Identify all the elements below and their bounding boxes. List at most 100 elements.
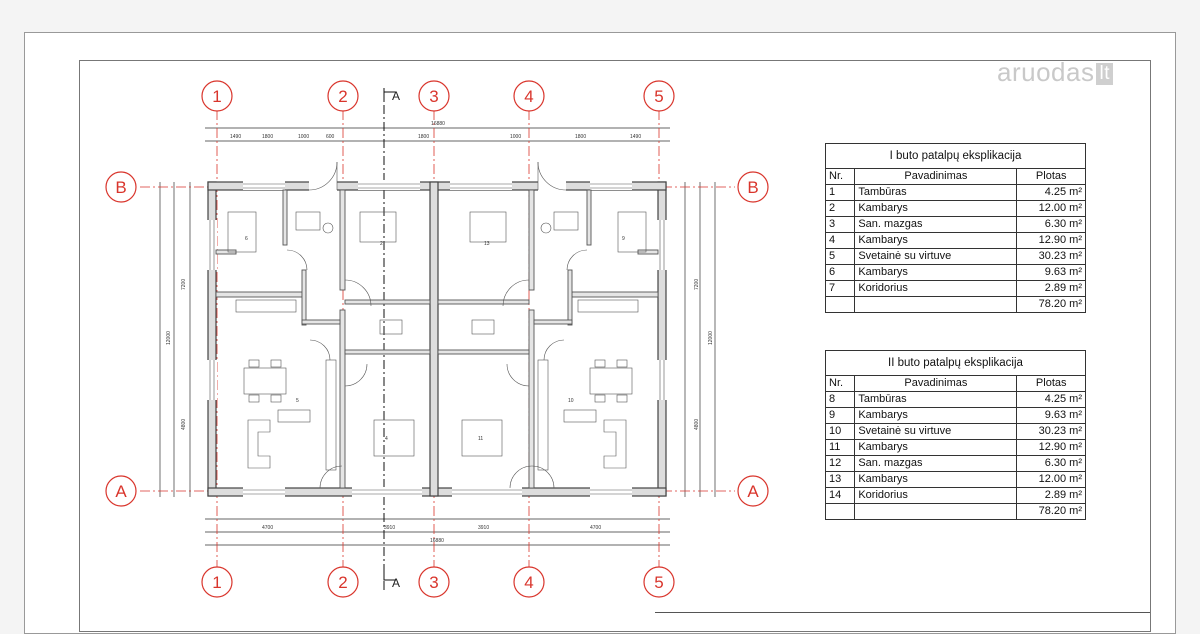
total-empty-nr (824, 296, 856, 313)
table-1-title: I buto patalpų eksplikacija (825, 143, 1086, 169)
dimension-texts: 16880 1490 1800 1000 600 1800 1000 1800 … (166, 121, 714, 544)
row-nr: 12 (824, 455, 856, 472)
table-total-row: 78.20 m² (824, 296, 1086, 313)
dim-top-4: 600 (326, 134, 335, 140)
row-area: 12.00 m² (1016, 200, 1086, 217)
furniture (227, 211, 647, 471)
axis-2-top: 2 (338, 87, 347, 106)
watermark-suffix: lt (1096, 63, 1113, 85)
dim-left-2: 4800 (181, 419, 187, 430)
row-name: Kambarys (854, 264, 1018, 281)
dim-bottom-4: 4700 (590, 525, 601, 531)
row-name: Kambarys (854, 232, 1018, 249)
table-total-row: 78.20 m² (824, 503, 1086, 520)
total-empty-name (854, 503, 1018, 520)
room-mark-10: 10 (568, 398, 574, 404)
dim-bottom-3: 3910 (478, 525, 489, 531)
row-area: 9.63 m² (1016, 407, 1086, 424)
axis-2-bottom: 2 (338, 573, 347, 592)
apartment-1-explication-table: I buto patalpų eksplikacija Nr. Pavadini… (824, 143, 1086, 313)
room-mark-11: 11 (478, 436, 483, 442)
axis-1-top: 1 (212, 87, 221, 106)
row-area: 4.25 m² (1016, 184, 1086, 201)
total-empty-nr (824, 503, 856, 520)
row-area: 12.90 m² (1016, 232, 1086, 249)
room-markers: 5 10 4 11 2 13 6 9 (245, 236, 625, 442)
dim-bottom-2: 3910 (384, 525, 395, 531)
dim-left-overall: 12000 (166, 331, 172, 345)
watermark-text: aruodas (997, 57, 1095, 87)
row-area: 6.30 m² (1016, 455, 1086, 472)
apartment-2-explication-table: II buto patalpų eksplikacija Nr. Pavadin… (824, 350, 1086, 520)
section-arrow-top (383, 91, 396, 100)
table-1-total: 78.20 m² (1016, 296, 1086, 313)
axis-3-top: 3 (429, 87, 438, 106)
row-nr: 5 (824, 248, 856, 265)
axis-1-bottom: 1 (212, 573, 221, 592)
dim-bottom-1: 4700 (262, 525, 273, 531)
dim-top-1: 1490 (230, 134, 241, 140)
table-1-header-name: Pavadinimas (854, 168, 1018, 185)
row-name: Tambūras (854, 184, 1018, 201)
title-block-edge (655, 612, 1150, 619)
row-nr: 7 (824, 280, 856, 297)
axis-a-right: A (747, 482, 759, 501)
axis-5-bottom: 5 (654, 573, 663, 592)
row-area: 2.89 m² (1016, 280, 1086, 297)
axis-labels: 1 2 3 4 5 1 2 3 4 5 B A B A (115, 87, 759, 592)
axis-bubbles (105, 80, 769, 598)
row-nr: 11 (824, 439, 856, 456)
axis-a-left: A (115, 482, 127, 501)
inner-walls (215, 189, 659, 489)
row-name: Koridorius (854, 280, 1018, 297)
door-swings (286, 161, 588, 489)
axis-5-top: 5 (654, 87, 663, 106)
dim-top-3: 1000 (298, 134, 309, 140)
dim-top-2: 1800 (262, 134, 273, 140)
row-name: Kambarys (854, 471, 1018, 488)
room-mark-5: 5 (296, 398, 299, 404)
table-1-header-nr: Nr. (824, 168, 856, 185)
dim-right-1: 7200 (694, 279, 700, 290)
row-nr: 4 (824, 232, 856, 249)
row-area: 12.00 m² (1016, 471, 1086, 488)
table-2-total: 78.20 m² (1016, 503, 1086, 520)
room-mark-6: 6 (245, 236, 248, 242)
axis-b-left: B (115, 178, 126, 197)
row-name: San. mazgas (854, 216, 1018, 233)
window-lines (209, 183, 665, 495)
row-name: San. mazgas (854, 455, 1018, 472)
dim-top-5: 1800 (418, 134, 429, 140)
outer-walls (207, 181, 667, 497)
row-nr: 1 (824, 184, 856, 201)
room-mark-9: 9 (622, 236, 625, 242)
row-area: 30.23 m² (1016, 248, 1086, 265)
table-2-header-name: Pavadinimas (854, 375, 1018, 392)
table-2-header-nr: Nr. (824, 375, 856, 392)
room-mark-2: 2 (380, 241, 383, 247)
row-name: Tambūras (854, 391, 1018, 408)
dim-left-1: 7200 (181, 279, 187, 290)
row-nr: 14 (824, 487, 856, 504)
row-name: Kambarys (854, 439, 1018, 456)
row-name: Kambarys (854, 407, 1018, 424)
section-arrow-bottom (383, 572, 396, 581)
row-nr: 3 (824, 216, 856, 233)
row-nr: 6 (824, 264, 856, 281)
axis-4-top: 4 (524, 87, 533, 106)
dim-top-7: 1800 (575, 134, 586, 140)
section-mark-bottom: A (392, 576, 400, 590)
dim-top-6: 1000 (510, 134, 521, 140)
dim-top-overall: 16880 (431, 121, 445, 127)
row-name: Koridorius (854, 487, 1018, 504)
dim-right-overall: 12000 (708, 331, 714, 345)
